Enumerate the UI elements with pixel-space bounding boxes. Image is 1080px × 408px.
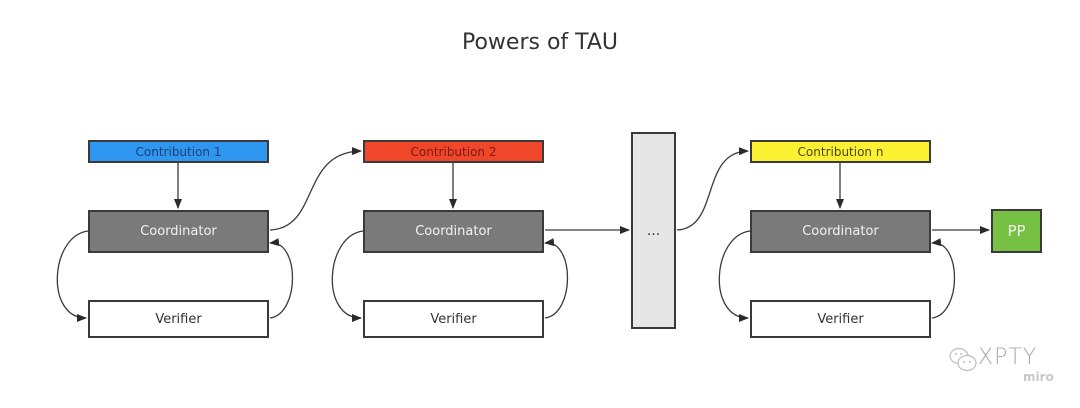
coordinator-1-label: Coordinator	[140, 224, 217, 239]
coordinator-2-label: Coordinator	[415, 224, 492, 239]
edge-verifiern-to-coordn	[931, 238, 956, 319]
verifier-1-node: Verifier	[88, 300, 269, 338]
verifier-2-label: Verifier	[430, 311, 477, 327]
watermark-sub: miro	[1023, 370, 1054, 384]
diagram-title: Powers of TAU	[461, 30, 619, 55]
pp-output-node: PP	[991, 209, 1042, 253]
contribution-n-label: Contribution n	[797, 144, 884, 159]
edge-ellipsis-to-contribn	[676, 147, 749, 231]
coordinator-n-label: Coordinator	[802, 224, 879, 239]
edge-verifier1-to-coord1	[269, 238, 294, 319]
contribution-2-label: Contribution 2	[410, 144, 497, 159]
verifier-2-node: Verifier	[363, 300, 544, 338]
edge-coordn-to-verifiern	[718, 230, 751, 322]
ellipsis-label: ...	[646, 222, 661, 239]
pp-label: PP	[1007, 222, 1026, 240]
contribution-n-node: Contribution n	[750, 140, 931, 163]
edge-coord1-to-contrib2	[269, 147, 362, 231]
ellipsis-node: ...	[631, 132, 676, 329]
verifier-n-node: Verifier	[750, 300, 931, 338]
contribution-1-label: Contribution 1	[135, 144, 222, 159]
verifier-n-label: Verifier	[817, 311, 864, 327]
coordinator-2-node: Coordinator	[363, 210, 544, 253]
contribution-2-node: Contribution 2	[363, 140, 544, 163]
edge-coord2-to-verifier2	[331, 230, 364, 322]
edge-coord1-to-verifier1	[56, 230, 89, 322]
watermark: XPTY miro	[948, 345, 1054, 384]
verifier-1-label: Verifier	[155, 311, 202, 327]
coordinator-1-node: Coordinator	[88, 210, 269, 253]
watermark-brand: XPTY	[978, 345, 1038, 370]
chat-bubbles-icon	[949, 347, 977, 372]
coordinator-n-node: Coordinator	[750, 210, 931, 253]
edge-verifier2-to-coord2	[544, 238, 569, 319]
contribution-1-node: Contribution 1	[88, 140, 269, 163]
